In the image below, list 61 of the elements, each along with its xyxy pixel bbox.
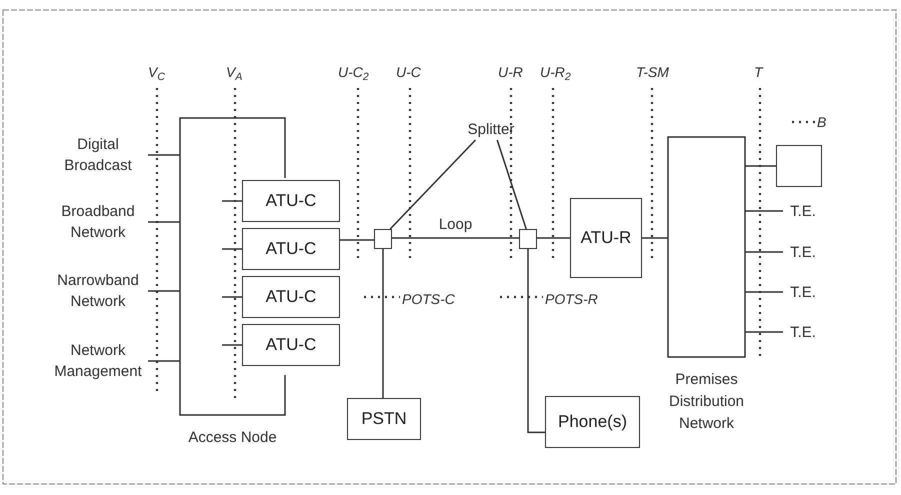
connector-line: [222, 296, 242, 298]
reference-point-label: U-R$_{2}$: [540, 64, 571, 80]
connector-line: [222, 248, 242, 250]
process-box: [242, 276, 340, 318]
node-label: ATU-C: [266, 238, 316, 260]
connector-line: [382, 249, 384, 398]
connector-line: [745, 291, 783, 293]
connector-line: [340, 239, 374, 241]
reference-point-label: T-SM: [636, 64, 669, 80]
connector-line: [148, 360, 180, 362]
reference-point-label: U-R: [498, 64, 523, 80]
leader-line: [496, 140, 527, 230]
connector-line: [745, 331, 783, 333]
node-label: ATU-C: [266, 190, 316, 212]
process-box: [242, 228, 340, 270]
reference-point-label: POTS-R: [545, 291, 598, 307]
block-label: Access Node: [187, 428, 278, 448]
node-label: ATU-R: [580, 227, 632, 250]
splitter-box: [519, 229, 537, 249]
reference-point-label: U-C: [396, 64, 421, 80]
splitter-box: [776, 145, 822, 187]
connector-line: [745, 251, 783, 253]
connector-line: [642, 237, 668, 239]
process-box: [347, 398, 421, 440]
connector-line: [148, 290, 180, 292]
process-box: [545, 396, 640, 448]
edge-label: Loop: [438, 216, 472, 233]
connector-line: [148, 221, 180, 223]
text-label: T.E.: [790, 322, 816, 342]
reference-point-label: V$_{A}$: [226, 64, 242, 80]
connector-line: [537, 237, 570, 239]
connector-line: [222, 344, 242, 346]
text-label: Digital Broadcast: [63, 135, 133, 176]
reference-point-label: POTS-C: [402, 291, 455, 307]
node-label: PSTN: [361, 408, 407, 430]
text-label: Splitter: [468, 120, 514, 140]
splitter-box: [374, 229, 392, 249]
text-label: T.E.: [790, 202, 816, 222]
reference-point-label: U-C$_{2}$: [338, 64, 369, 80]
leader-line: [390, 139, 476, 230]
node-label: ATU-C: [266, 334, 316, 356]
connector-line: [745, 165, 776, 167]
reference-point-label: B: [817, 114, 826, 130]
text-label: T.E.: [790, 242, 816, 262]
text-label: Broadband Network: [60, 202, 136, 243]
process-box: [242, 180, 340, 222]
reference-point-label: V$_{C}$: [148, 64, 165, 80]
text-label: Narrowband Network: [56, 271, 140, 312]
connector-line: [148, 154, 180, 156]
reference-point-label: T: [754, 64, 763, 80]
process-box: [570, 198, 642, 278]
connector-line: [222, 200, 242, 202]
node-label: ATU-C: [266, 286, 316, 308]
node-label: Phone(s): [558, 411, 627, 434]
block-label: Premises Distribution Network: [668, 370, 746, 434]
process-box: [242, 324, 340, 366]
connector-line: [527, 249, 545, 434]
connector-line: [392, 237, 519, 239]
text-label: T.E.: [790, 282, 816, 302]
text-label: Network Management: [53, 341, 143, 382]
connector-line: [745, 210, 783, 212]
